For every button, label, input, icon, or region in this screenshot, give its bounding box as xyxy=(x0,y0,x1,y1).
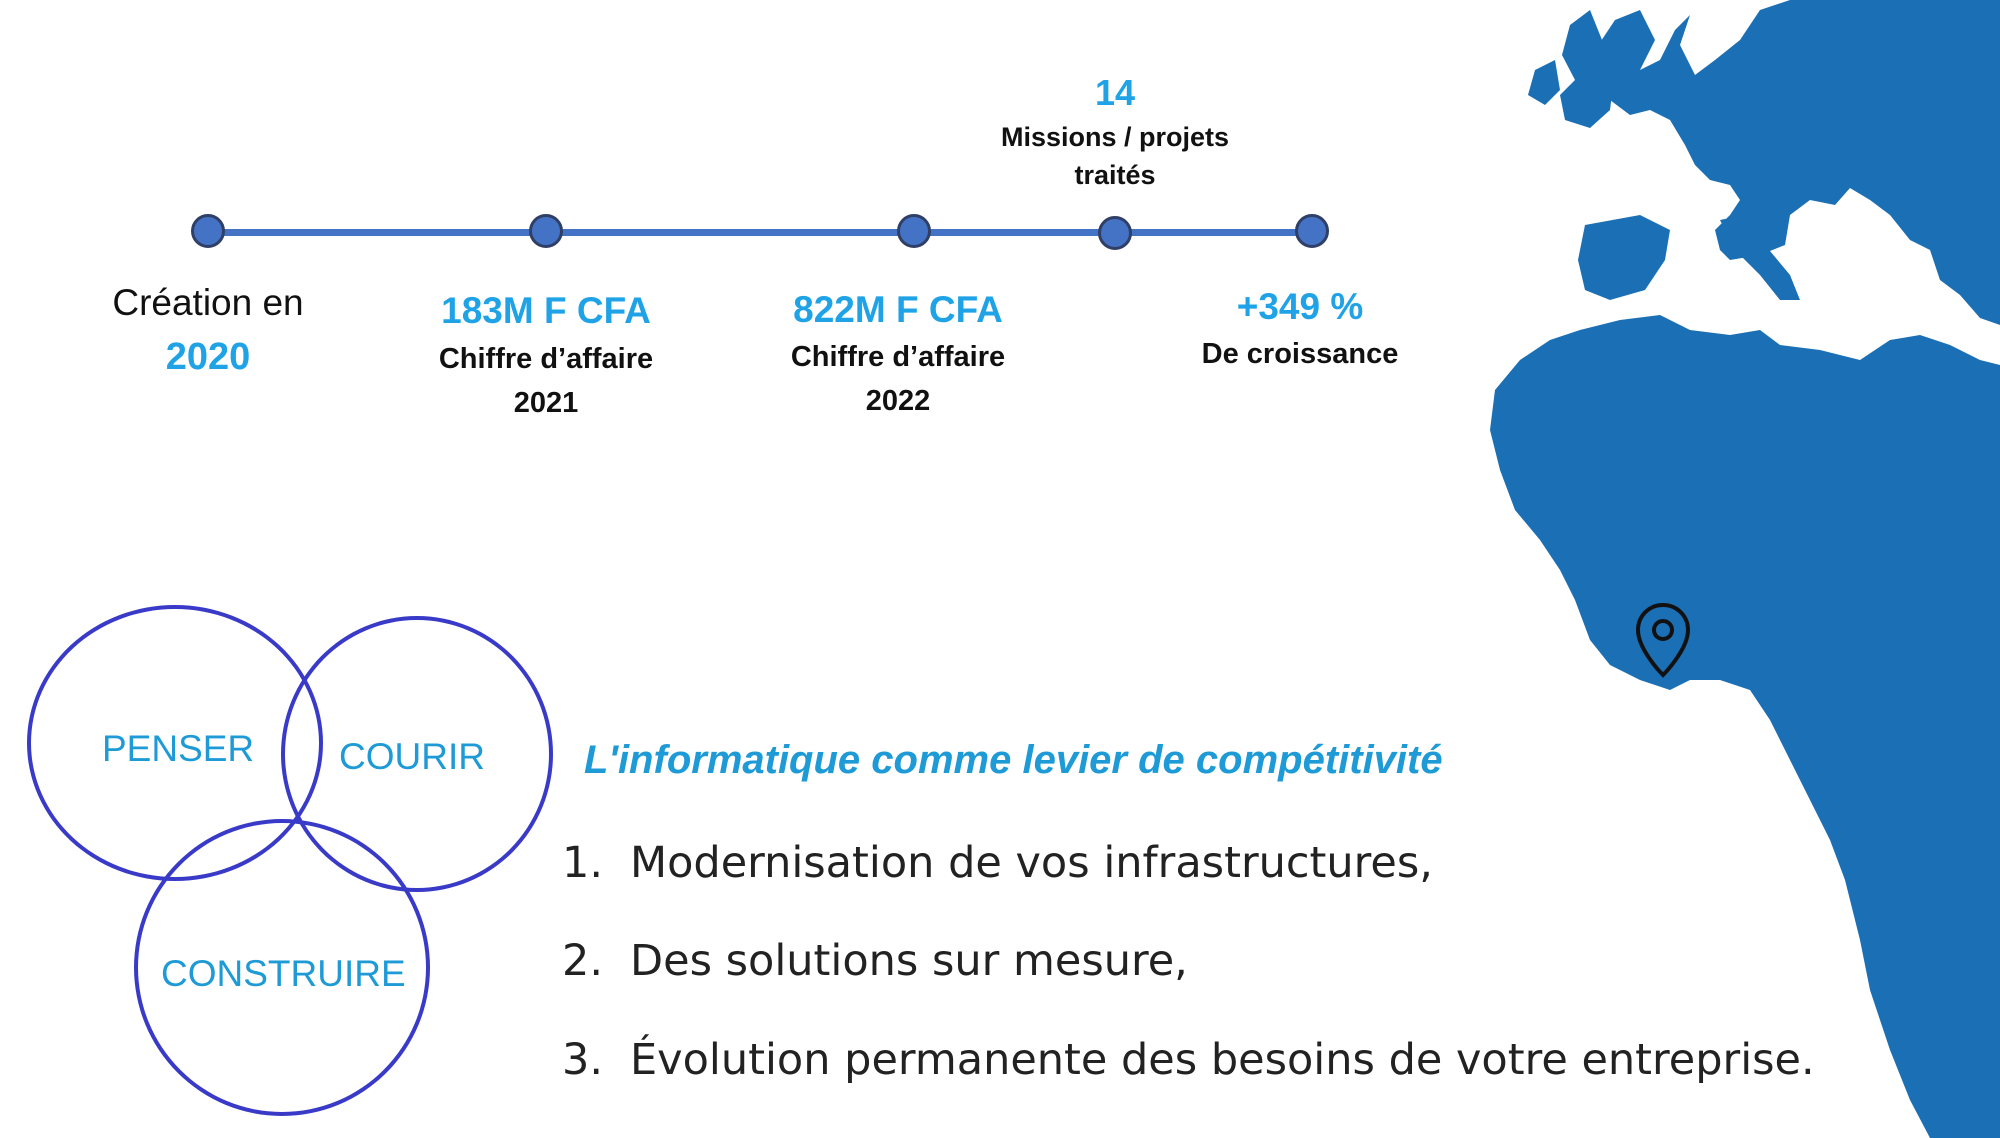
list-item: 1. Modernisation de vos infrastructures, xyxy=(562,838,1433,888)
tagline: L'informatique comme levier de compétiti… xyxy=(584,738,1443,782)
milestone-missions-value: 14 xyxy=(1094,72,1136,113)
milestone-growth-value: +349 % xyxy=(1236,286,1364,327)
circle-courir xyxy=(281,616,553,892)
list-item-text: Évolution permanente des besoins de votr… xyxy=(630,1035,1815,1085)
milestone-missions-caption-1: Missions / projets xyxy=(1000,122,1230,152)
milestone-2021-caption: Chiffre d’affaire xyxy=(438,343,654,375)
milestone-2021-year: 2021 xyxy=(513,387,579,419)
list-item-number: 1. xyxy=(562,838,604,888)
circle-label-courir: COURIR xyxy=(339,736,485,777)
timeline-node-2020 xyxy=(191,214,225,248)
list-item-number: 2. xyxy=(562,936,604,986)
milestone-2021-value: 183M F CFA xyxy=(441,290,651,331)
list-item: 3. Évolution permanente des besoins de vo… xyxy=(562,1035,1815,1085)
list-item-text: Modernisation de vos infrastructures, xyxy=(630,838,1433,888)
timeline-node-growth xyxy=(1295,214,1329,248)
milestone-growth-caption: De croissance xyxy=(1201,338,1399,370)
milestone-2022-caption: Chiffre d’affaire xyxy=(790,341,1006,373)
map-italy xyxy=(1720,215,1800,300)
circle-label-construire: CONSTRUIRE xyxy=(161,953,406,994)
timeline-node-2022 xyxy=(897,214,931,248)
milestone-creation-label: Création en xyxy=(112,282,304,323)
map-europe xyxy=(1595,0,2000,325)
map-africa xyxy=(1490,315,2000,1138)
timeline-node-2021 xyxy=(529,214,563,248)
list-item-text: Des solutions sur mesure, xyxy=(630,936,1188,986)
list-item: 2. Des solutions sur mesure, xyxy=(562,936,1188,986)
milestone-missions-caption-2: traités xyxy=(1074,160,1156,190)
world-map xyxy=(1490,0,2000,1138)
milestone-2022-year: 2022 xyxy=(865,385,931,417)
map-britain xyxy=(1560,10,1615,128)
location-pin-icon xyxy=(1635,602,1691,678)
timeline-line xyxy=(208,229,1312,236)
circle-label-penser: PENSER xyxy=(102,728,255,769)
circle-construire xyxy=(134,819,430,1116)
list-item-number: 3. xyxy=(562,1035,604,1085)
timeline-node-missions xyxy=(1098,216,1132,250)
milestone-2022-value: 822M F CFA xyxy=(793,289,1003,330)
map-iberia xyxy=(1578,215,1670,300)
map-ireland xyxy=(1528,60,1560,105)
milestone-creation-year: 2020 xyxy=(165,336,251,378)
